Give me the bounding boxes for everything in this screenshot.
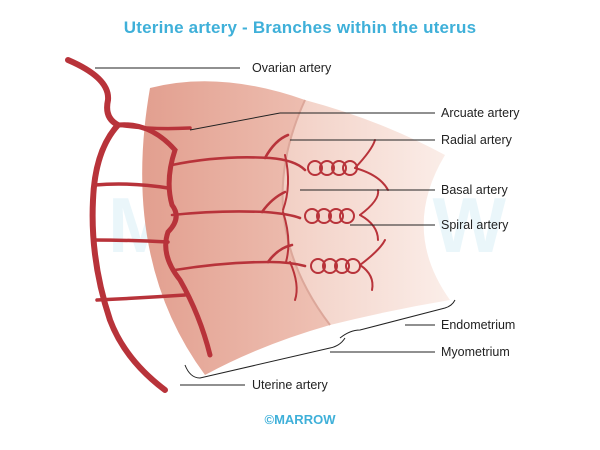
label-endometrium: Endometrium xyxy=(441,318,515,332)
leader-lines xyxy=(95,67,456,386)
uterine-artery xyxy=(65,57,168,393)
credit: ©MARROW xyxy=(264,412,336,427)
label-spiral-artery: Spiral artery xyxy=(441,218,509,232)
radial-arteries xyxy=(170,133,307,272)
diagram-title: Uterine artery - Branches within the ute… xyxy=(123,18,477,37)
label-radial-artery: Radial artery xyxy=(441,133,513,147)
label-uterine-artery: Uterine artery xyxy=(252,378,328,392)
label-basal-artery: Basal artery xyxy=(441,183,508,197)
label-ovarian-artery: Ovarian artery xyxy=(252,61,332,75)
spiral-arteries xyxy=(304,160,361,274)
label-arcuate-artery: Arcuate artery xyxy=(441,106,520,120)
connecting-branches xyxy=(91,123,192,302)
arcuate-artery xyxy=(115,122,213,358)
basal-arteries xyxy=(282,139,389,301)
label-myometrium: Myometrium xyxy=(441,345,510,359)
